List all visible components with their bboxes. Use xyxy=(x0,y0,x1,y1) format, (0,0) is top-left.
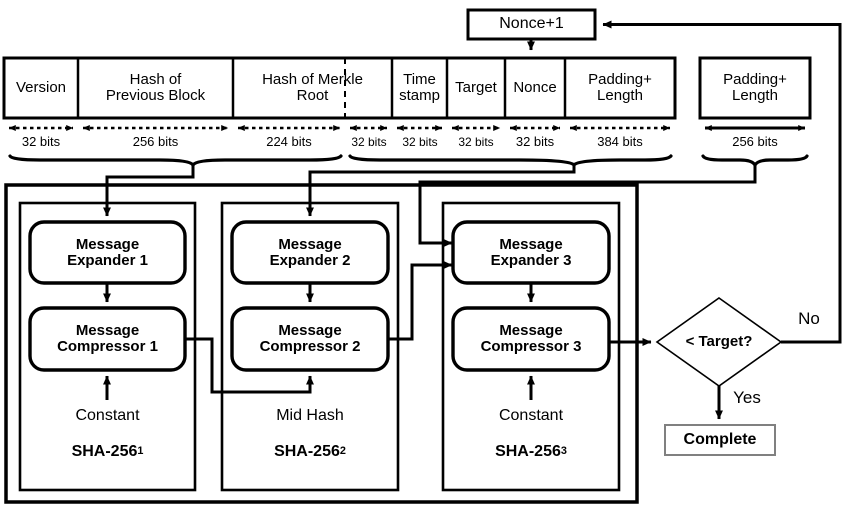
route-compressor2-to-expander3 xyxy=(388,261,453,341)
nonce-increment-box xyxy=(466,8,597,41)
message-expander-3-box xyxy=(451,220,611,285)
message-compressor-1-box xyxy=(28,306,187,372)
brace-chunk-1 xyxy=(8,154,343,169)
message-expander-2-box xyxy=(230,220,390,285)
sha-256-1-box xyxy=(18,201,197,492)
route-compressor1-to-compressor2 xyxy=(185,337,314,394)
message-compressor-2-box xyxy=(230,306,390,372)
sha-256-2-box xyxy=(220,201,400,492)
brace-chunk-2 xyxy=(348,154,673,168)
message-expander-1-box xyxy=(28,220,187,285)
decision-diamond xyxy=(655,297,783,387)
message-compressor-3-box xyxy=(451,306,611,372)
sha-256-3-box xyxy=(441,201,621,492)
second-padding-box xyxy=(698,56,812,120)
block-header-row xyxy=(2,56,677,120)
route-chunk1-to-expander1 xyxy=(103,165,195,217)
brace-chunk-3 xyxy=(701,154,809,169)
complete-box xyxy=(664,424,776,456)
route-chunk2-to-expander2 xyxy=(306,165,576,217)
route-chunk3-to-expander3 xyxy=(418,165,757,247)
feedback-no-path xyxy=(602,20,842,344)
